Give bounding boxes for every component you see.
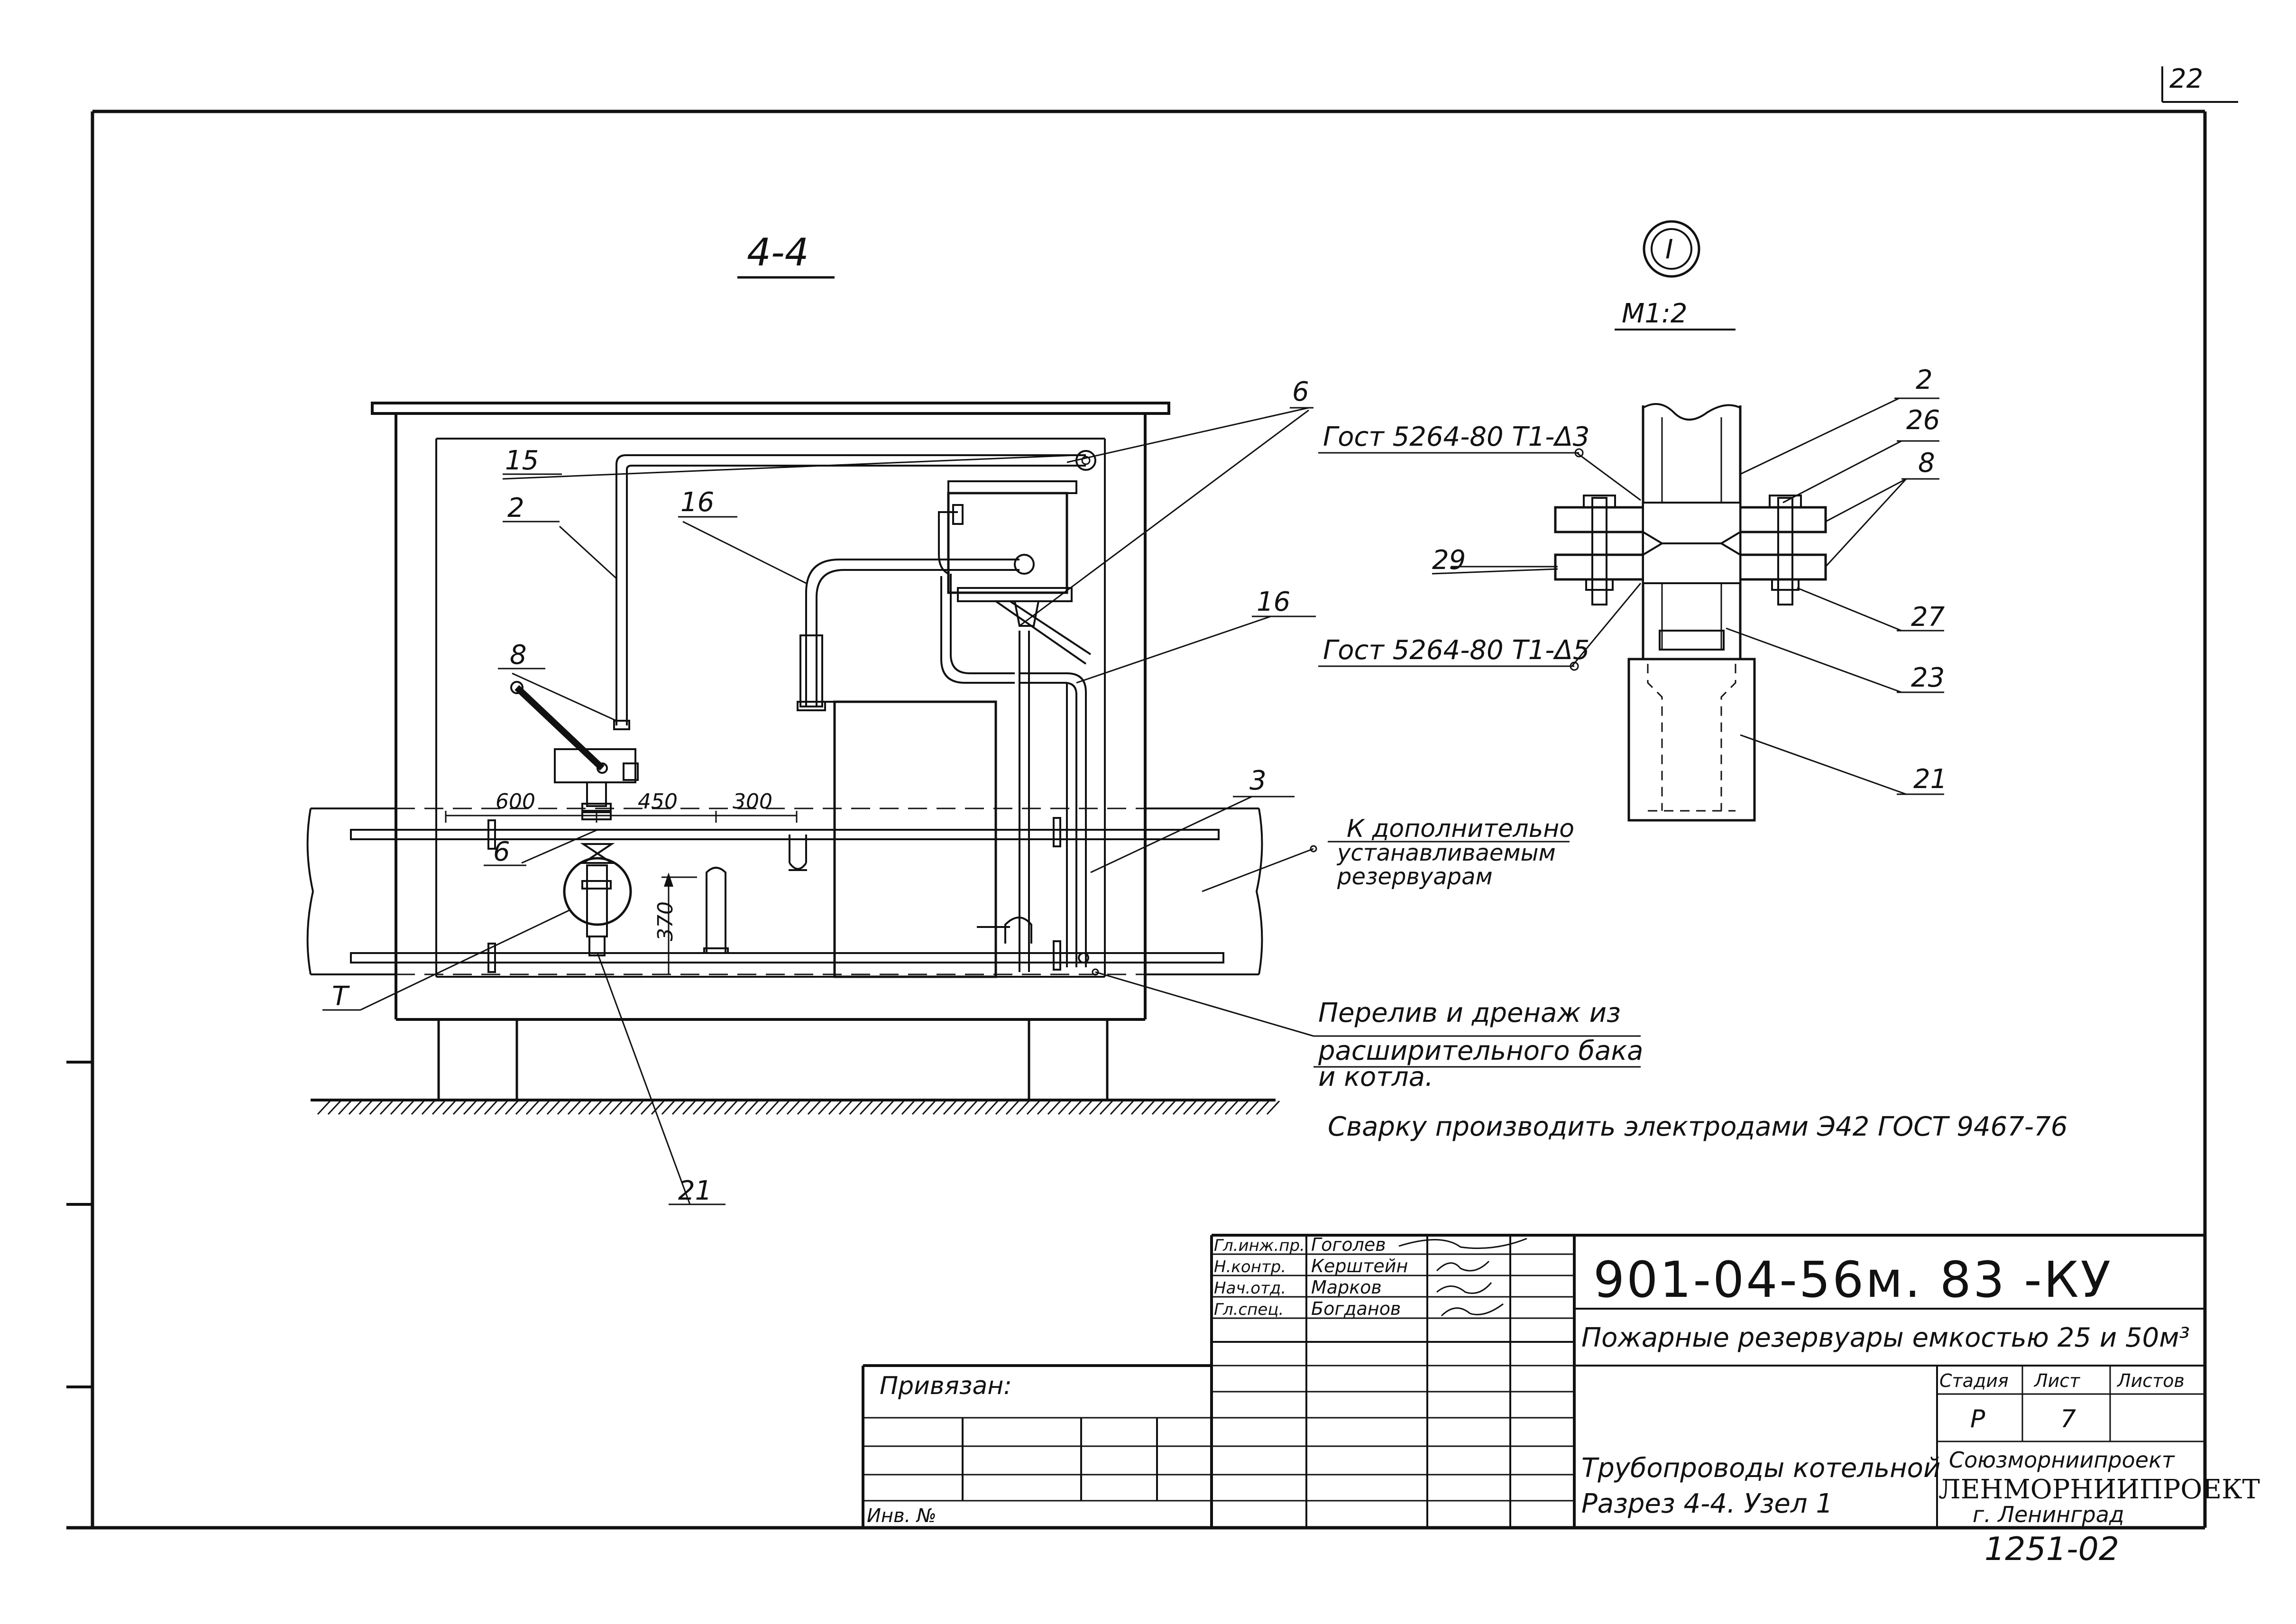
detail-scale: M1:2 xyxy=(1622,298,1687,329)
name-bogdanov: Богданов xyxy=(1311,1298,1401,1319)
detail-drawing xyxy=(1318,397,1944,822)
detail-callout-26: 26 xyxy=(1906,405,1940,436)
note-extra-tanks-line1: К дополнительно xyxy=(1347,815,1574,843)
sheets-header: Листов xyxy=(2116,1370,2185,1391)
detail-marker-label: I xyxy=(1665,234,1673,265)
dim-300: 300 xyxy=(733,789,772,814)
detail-callout-2: 2 xyxy=(1916,365,1933,395)
note-overflow-line3: и котла. xyxy=(1318,1062,1433,1092)
callout-21: 21 xyxy=(678,1175,712,1206)
sheet-value: 7 xyxy=(2060,1405,2076,1433)
project-title: Пожарные резервуары емкостью 25 и 50м³ xyxy=(1581,1322,2190,1353)
stage-header: Стадия xyxy=(1939,1370,2009,1391)
detail-marker xyxy=(1615,220,1736,330)
org-line1: Союзморниипроект xyxy=(1949,1447,2175,1473)
callout-T: T xyxy=(332,981,350,1012)
drawing-title-line1: Трубопроводы котельной xyxy=(1581,1453,1940,1484)
title-block-grid xyxy=(862,1234,2205,1528)
name-gogolev: Гоголев xyxy=(1311,1234,1386,1255)
dim-450: 450 xyxy=(638,789,678,814)
callout-16-left: 16 xyxy=(680,487,714,518)
role-chief-engineer: Гл.инж.пр. xyxy=(1214,1236,1305,1255)
weld-note-upper: Гост 5264-80 Т1-Δ3 xyxy=(1323,422,1589,452)
detail-callout-8: 8 xyxy=(1918,448,1935,478)
note-extra-tanks-line2: устанавливаемым xyxy=(1336,840,1556,866)
sheet-frame xyxy=(66,66,2238,1530)
callout-6-left: 6 xyxy=(493,836,510,867)
role-norm-control: Н.контр. xyxy=(1214,1257,1286,1276)
callout-8: 8 xyxy=(510,640,527,670)
sheet-header: Лист xyxy=(2033,1370,2081,1391)
callout-16-right: 16 xyxy=(1257,587,1290,617)
ground-hatching xyxy=(317,1100,1280,1115)
bound-label: Привязан: xyxy=(880,1372,1012,1400)
weld-note-lower: Гост 5264-80 Т1-Δ5 xyxy=(1323,635,1589,666)
section-drawing: 600 450 300 370 xyxy=(306,402,1641,1205)
sheet-number: 22 xyxy=(2169,64,2203,94)
detail-callout-21: 21 xyxy=(1913,764,1947,795)
section-label: 4-4 xyxy=(747,230,809,275)
note-extra-tanks-line3: резервуарам xyxy=(1337,863,1493,890)
signatures: Гл.инж.пр. Н.контр. Нач.отд. Гл.спец. Го… xyxy=(1214,1234,1527,1319)
archive-number: 1251-02 xyxy=(1984,1531,2119,1568)
callout-2: 2 xyxy=(507,493,524,523)
name-kershtein: Керштейн xyxy=(1311,1256,1408,1276)
doc-code: 901-04-56м. 83 -КУ xyxy=(1593,1251,2112,1309)
inventory-label: Инв. № xyxy=(867,1505,937,1527)
dim-370: 370 xyxy=(653,901,678,941)
callout-15: 15 xyxy=(505,445,539,476)
note-welding: Сварку производить электродами Э42 ГОСТ … xyxy=(1328,1111,2067,1142)
drawing-title-line2: Разрез 4-4. Узел 1 xyxy=(1581,1488,1833,1519)
note-overflow-line1: Перелив и дренаж из xyxy=(1318,998,1621,1028)
callout-3: 3 xyxy=(1249,765,1267,796)
stage-value: Р xyxy=(1970,1405,1985,1433)
detail-callout-29: 29 xyxy=(1432,545,1466,576)
detail-callout-23: 23 xyxy=(1911,662,1945,693)
detail-callout-27: 27 xyxy=(1911,602,1945,633)
note-overflow-line2: расширительного бака xyxy=(1318,1036,1643,1066)
role-chief-specialist: Гл.спец. xyxy=(1214,1300,1284,1319)
name-markov: Марков xyxy=(1311,1277,1382,1298)
org-line3: г. Ленинград xyxy=(1973,1502,2124,1527)
callout-6-top: 6 xyxy=(1292,376,1309,407)
dim-600: 600 xyxy=(496,789,535,814)
org-line2: ЛЕНМОРНИИПРОЕКТ xyxy=(1938,1474,2260,1505)
role-dept-head: Нач.отд. xyxy=(1214,1279,1286,1298)
